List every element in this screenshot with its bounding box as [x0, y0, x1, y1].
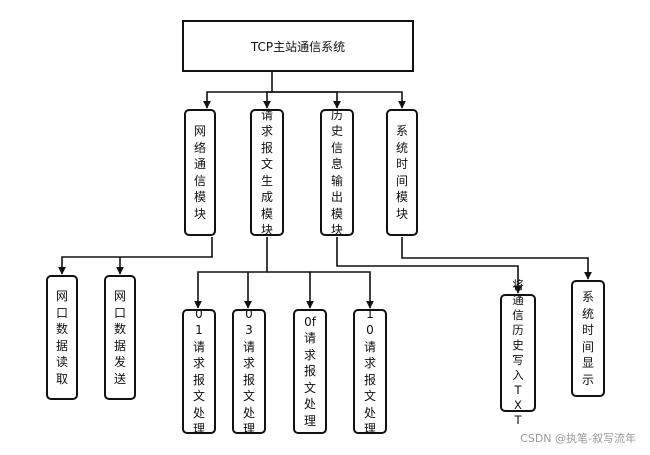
watermark: CSDN @执笔-叙写流年	[520, 432, 636, 445]
node-request-10: 10请求报文处理	[353, 307, 387, 436]
node-network-send-label: 网口数据发送	[113, 289, 126, 386]
edge-request-01	[194, 237, 268, 309]
edge-root-network	[203, 72, 273, 109]
module-network-label: 网络通信模块	[193, 124, 206, 221]
module-history: 历史信息输出模块	[320, 107, 354, 238]
node-request-03-label: 03请求报文处理	[242, 306, 255, 437]
module-history-label: 历史信息输出模块	[330, 107, 343, 238]
module-request: 请求报文生成模块	[250, 107, 284, 238]
edge-root-time	[272, 91, 406, 109]
edge-request-0f	[267, 271, 314, 309]
node-history-txt-label: 将通信历史写入TXT	[512, 278, 524, 427]
module-time: 系统时间模块	[386, 109, 418, 236]
node-time-display: 系统时间显示	[571, 280, 605, 397]
node-network-read-label: 网口数据读取	[55, 289, 68, 386]
root-node: TCP主站通信系统	[182, 20, 414, 72]
edge-history-txt	[336, 237, 522, 294]
edge-time-display	[401, 237, 592, 280]
node-request-01: 01请求报文处理	[182, 307, 216, 436]
module-request-label: 请求报文生成模块	[260, 107, 273, 238]
edge-request-10	[310, 271, 374, 309]
node-request-10-label: 10请求报文处理	[363, 306, 376, 437]
module-network: 网络通信模块	[184, 109, 216, 236]
node-request-0f-label: 0f请求报文处理	[303, 314, 316, 428]
node-network-read: 网口数据读取	[46, 275, 78, 400]
node-request-01-label: 01请求报文处理	[192, 306, 205, 437]
node-time-display-label: 系统时间显示	[581, 290, 594, 387]
node-request-03: 03请求报文处理	[232, 307, 266, 436]
node-history-txt: 将通信历史写入TXT	[500, 278, 536, 427]
module-time-label: 系统时间模块	[395, 124, 408, 221]
edge-root-history	[272, 91, 341, 109]
node-request-0f: 0f请求报文处理	[293, 309, 327, 434]
edge-network-read	[58, 237, 213, 275]
edge-root-request	[263, 91, 272, 109]
node-network-send: 网口数据发送	[104, 275, 136, 400]
root-label: TCP主站通信系统	[250, 39, 346, 54]
